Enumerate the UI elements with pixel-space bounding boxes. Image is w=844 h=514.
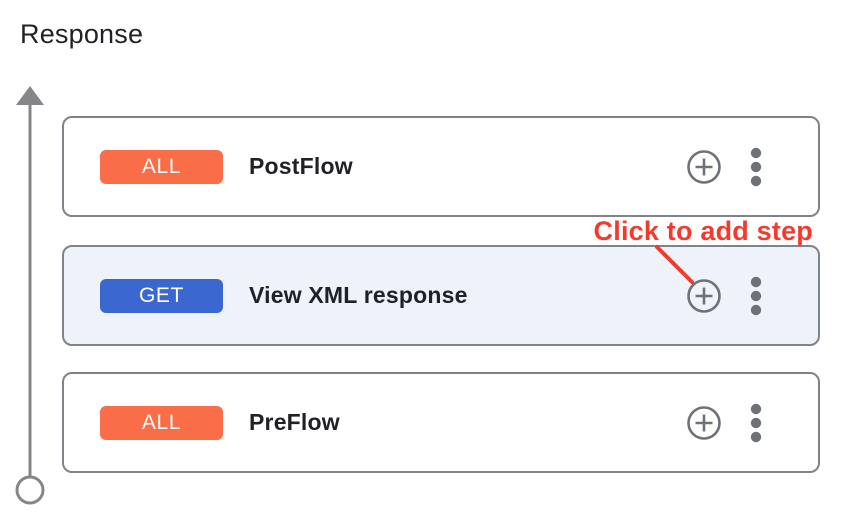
- flow-name: PreFlow: [249, 409, 340, 435]
- more-options-button[interactable]: [749, 401, 763, 445]
- page-title: Response: [20, 19, 144, 49]
- kebab-vertical-icon: [750, 147, 762, 186]
- flow-card-preflow[interactable]: ALL PreFlow: [62, 372, 820, 473]
- method-badge: ALL: [100, 405, 223, 440]
- add-step-button[interactable]: [686, 149, 722, 185]
- plus-circle-icon: [687, 149, 721, 184]
- more-options-button[interactable]: [749, 274, 763, 318]
- kebab-vertical-icon: [750, 403, 762, 442]
- more-options-button[interactable]: [749, 145, 763, 189]
- add-step-button[interactable]: [686, 278, 722, 314]
- card-actions: [686, 274, 818, 318]
- card-actions: [686, 145, 818, 189]
- plus-circle-icon: [687, 405, 721, 440]
- up-arrow-rail-icon: [15, 86, 45, 505]
- plus-circle-icon: [687, 278, 721, 313]
- card-actions: [686, 401, 818, 445]
- method-badge: ALL: [100, 149, 223, 184]
- method-badge: GET: [100, 278, 223, 313]
- flow-card-postflow[interactable]: ALL PostFlow: [62, 116, 820, 217]
- kebab-vertical-icon: [750, 276, 762, 315]
- flow-card-view-xml-response[interactable]: GET View XML response: [62, 245, 820, 346]
- flow-name: PostFlow: [249, 153, 353, 179]
- flow-name: View XML response: [249, 282, 468, 308]
- annotation-label: Click to add step: [593, 216, 813, 246]
- add-step-button[interactable]: [686, 405, 722, 441]
